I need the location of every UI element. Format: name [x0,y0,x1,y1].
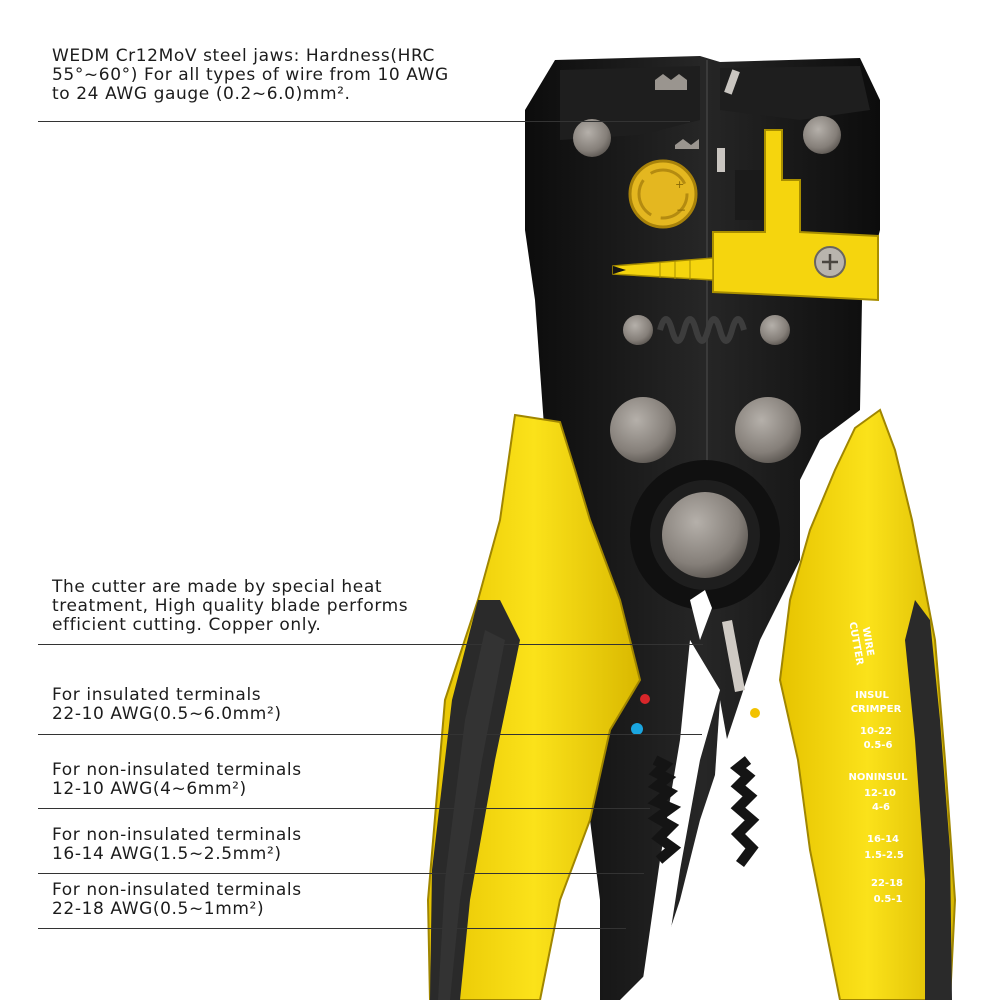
svg-text:+: + [675,178,684,191]
pivot-rivet-icon [662,492,748,578]
leader-line [38,644,703,645]
leader-line [38,873,644,874]
rivet-icon [573,119,611,157]
marking-text: INSUL [855,690,889,701]
svg-text:−: − [676,203,686,217]
marking-text: CRIMPER [851,704,902,715]
marking-text: 0.5-1 [874,894,903,905]
cutter-callout: The cutter are made by special heat trea… [52,577,409,635]
left-handle [426,413,642,1000]
marking-text: 22-18 [871,878,903,889]
crimp-cutter-zone [631,590,770,1000]
marking-text: 16-14 [867,834,899,845]
marking-text: 0.5-6 [864,740,893,751]
wire-length-stopper [612,129,879,302]
large-rivets [610,397,801,610]
non-insulated-12-10-callout: For non-insulated terminals 12-10 AWG(4~… [52,760,302,799]
marking-text: 1.5-2.5 [864,850,904,861]
rivet-icon [803,116,841,154]
leader-line [38,734,702,735]
rivet-icon [735,397,801,463]
adjustment-knob-icon: + − [628,159,775,229]
leader-line [38,808,650,809]
yellow-dot-icon [750,708,760,718]
non-insulated-16-14-callout: For non-insulated terminals 16-14 AWG(1.… [52,825,302,864]
insulated-terminals-callout: For insulated terminals 22-10 AWG(0.5~6.… [52,685,282,724]
marking-text: 10-22 [860,726,892,737]
handle-markings-insul: INSUL CRIMPER 10-22 0.5-6 NONINSUL 12-10… [848,690,908,905]
rivet-icon [610,397,676,463]
leader-line [38,928,626,929]
marking-text: 12-10 [864,788,896,799]
right-handle [778,408,957,1000]
red-dot-icon [640,694,650,704]
blue-dot-icon [631,723,643,735]
top-rivets [573,116,841,157]
leader-line [38,121,690,122]
spring-icon [623,315,790,345]
jaws-callout: WEDM Cr12MoV steel jaws: Hardness(HRC 55… [52,46,449,104]
marking-text: 4-6 [872,802,890,813]
non-insulated-22-18-callout: For non-insulated terminals 22-18 AWG(0.… [52,880,302,919]
marking-text: NONINSUL [848,772,908,783]
marking-text: WIRE [860,626,876,657]
